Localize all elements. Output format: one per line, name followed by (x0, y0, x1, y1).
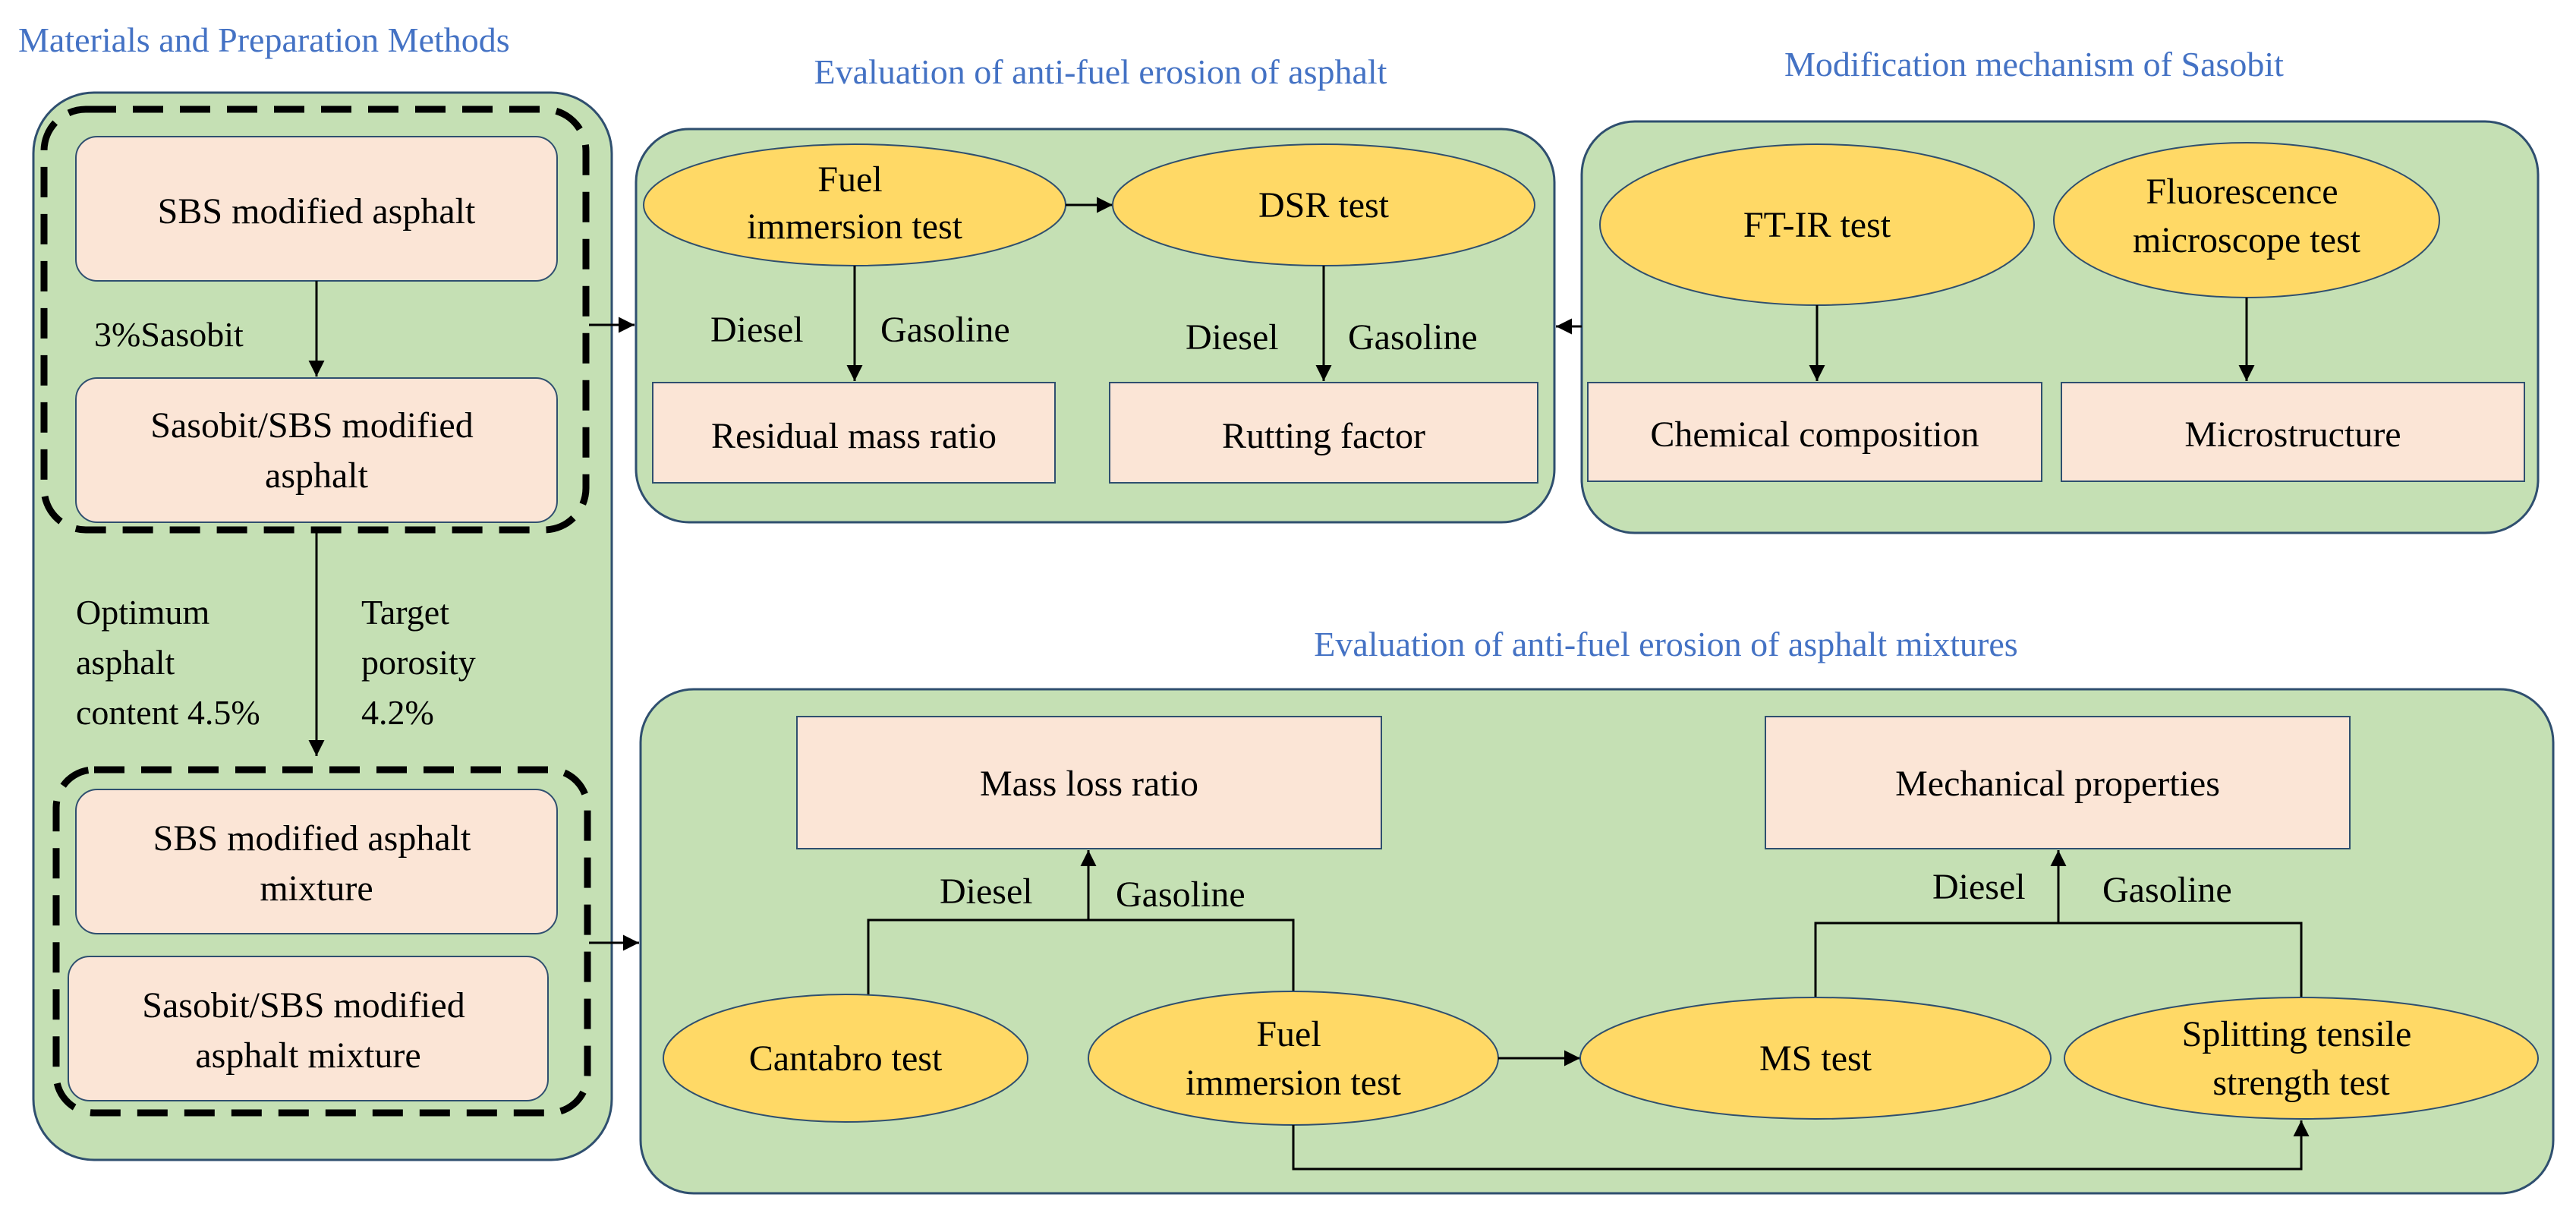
ellipse-ms (1579, 997, 2052, 1120)
ellipse-fuel-immersion-mix (1088, 991, 1499, 1126)
label-chemical-composition: Chemical composition (1650, 414, 1979, 455)
label-dsr: DSR test (1258, 185, 1390, 225)
label-cantabro: Cantabro test (749, 1038, 943, 1079)
label-sasobit-mixture: Sasobit/SBS modified asphalt mixture (142, 985, 474, 1076)
label-ftir: FT-IR test (1743, 205, 1891, 245)
label-gasoline-m1: Gasoline (1116, 874, 1245, 915)
label-rutting-factor: Rutting factor (1222, 416, 1425, 456)
label-gasoline-a2: Gasoline (1348, 317, 1478, 358)
ellipse-splitting (2064, 997, 2539, 1120)
label-target: Target porosity 4.2% (361, 593, 484, 732)
label-diesel-m1: Diesel (940, 871, 1033, 912)
box-sasobit-mixture (68, 956, 549, 1101)
box-microstructure (2061, 382, 2525, 482)
label-mass-loss: Mass loss ratio (980, 764, 1198, 804)
label-diesel-a1: Diesel (710, 310, 804, 350)
ellipse-cantabro (663, 994, 1028, 1123)
title-eval-asphalt: Evaluation of anti-fuel erosion of aspha… (814, 52, 1387, 91)
box-chemical-composition (1587, 382, 2042, 482)
dashed-group-asphalt (40, 106, 590, 534)
connector-mass-loss-branch (867, 919, 1295, 994)
label-splitting: Splitting tensile strength test (2182, 1014, 2421, 1103)
label-residual-mass: Residual mass ratio (711, 416, 997, 456)
label-fuel-immersion: Fuel immersion test (747, 159, 963, 247)
label-sbs-asphalt: SBS modified asphalt (158, 191, 476, 232)
label-gasoline-m2: Gasoline (2102, 870, 2232, 910)
label-microstructure: Microstructure (2184, 414, 2401, 455)
title-materials: Materials and Preparation Methods (18, 20, 510, 59)
box-residual-mass (652, 382, 1056, 484)
box-mass-loss (796, 716, 1382, 849)
title-eval-mixtures: Evaluation of anti-fuel erosion of aspha… (1314, 625, 2017, 663)
label-sasobit: 3%Sasobit (94, 315, 244, 354)
connector-fuel-to-splitting (1292, 1120, 2310, 1171)
label-optimum: Optimum asphalt content 4.5% (76, 593, 260, 732)
label-gasoline-a1: Gasoline (880, 310, 1010, 350)
box-mechanical (1765, 716, 2351, 849)
label-fuel-immersion-mix: Fuel immersion test (1186, 1014, 1402, 1103)
title-mechanism: Modification mechanism of Sasobit (1784, 45, 2284, 84)
box-sbs-mixture (75, 789, 558, 934)
label-sbs-mixture: SBS modified asphalt mixture (153, 818, 480, 909)
label-diesel-m2: Diesel (1932, 867, 2026, 907)
label-sasobit-sbs-asphalt: Sasobit/SBS modified asphalt (150, 405, 482, 496)
box-rutting-factor (1109, 382, 1538, 484)
label-mechanical: Mechanical properties (1895, 764, 2220, 804)
label-diesel-a2: Diesel (1186, 317, 1279, 358)
box-sasobit-sbs-asphalt (75, 377, 558, 523)
label-fluorescence: Fluorescence microscope test (2133, 172, 2361, 260)
label-ms: MS test (1759, 1038, 1872, 1079)
